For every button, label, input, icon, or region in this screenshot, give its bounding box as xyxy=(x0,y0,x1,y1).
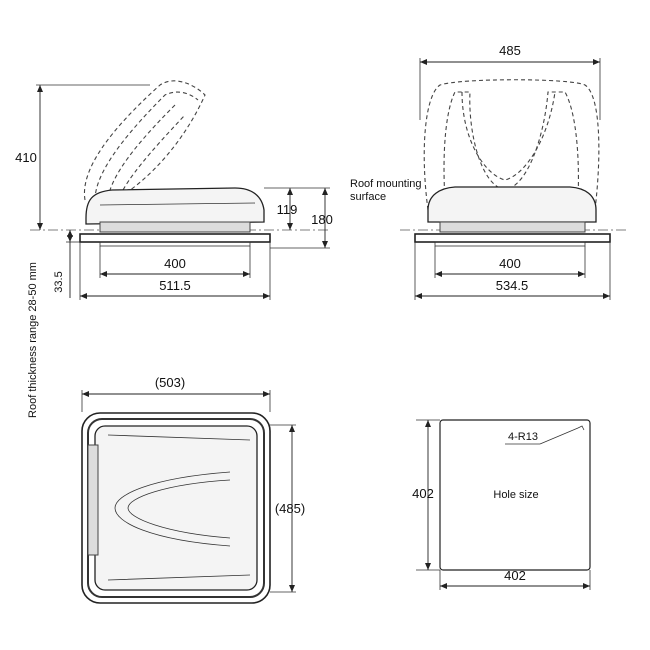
vent-dome-body xyxy=(85,187,265,225)
dim-front-top-width: 485 xyxy=(499,43,521,58)
roof-surface-label-line1: Roof mounting xyxy=(350,178,422,190)
front-inner-frame xyxy=(434,241,586,247)
dim-hole-width: 402 xyxy=(504,568,526,583)
front-flange xyxy=(414,233,611,243)
dim-total-height: 180 xyxy=(311,212,333,227)
hole-view: 4-R13 Hole size 402 402 xyxy=(412,419,591,590)
vent-base xyxy=(99,221,251,233)
dim-top-depth: (485) xyxy=(275,501,305,516)
front-view: 485 400 534.5 xyxy=(400,43,628,300)
top-view: (503) (485) xyxy=(81,375,305,604)
vent-flange xyxy=(79,233,271,243)
dim-front-outer-width: 534.5 xyxy=(496,278,529,293)
dim-side-outer-width: 511.5 xyxy=(159,278,191,293)
hole-caption: Hole size xyxy=(493,489,538,501)
dim-side-inner-width: 400 xyxy=(164,256,186,271)
top-hinge xyxy=(87,444,99,556)
hole-corner-radius: 4-R13 xyxy=(508,431,538,443)
roof-surface-label-line2: surface xyxy=(350,191,386,203)
dim-front-inner-width: 400 xyxy=(499,256,521,271)
top-lid xyxy=(94,425,258,591)
side-view: 410 119 180 33.5 400 511.5 xyxy=(15,80,333,300)
dim-body-height: 119 xyxy=(277,202,298,217)
top-lid-curve-inner xyxy=(127,479,231,539)
open-lid-outline xyxy=(83,80,206,201)
dim-flange-height: 33.5 xyxy=(53,271,65,292)
dim-open-height: 410 xyxy=(15,150,37,165)
dim-top-width: (503) xyxy=(155,375,185,390)
dome-rim-line xyxy=(99,202,256,206)
hole-outline xyxy=(439,419,591,571)
inner-frame xyxy=(99,241,251,247)
front-base xyxy=(439,221,586,233)
top-lid-curve-outer xyxy=(114,471,231,547)
front-dome-body xyxy=(427,186,597,223)
roof-thickness-label: Roof thickness range 28-50 mm xyxy=(27,262,39,418)
dim-hole-height: 402 xyxy=(412,486,434,501)
